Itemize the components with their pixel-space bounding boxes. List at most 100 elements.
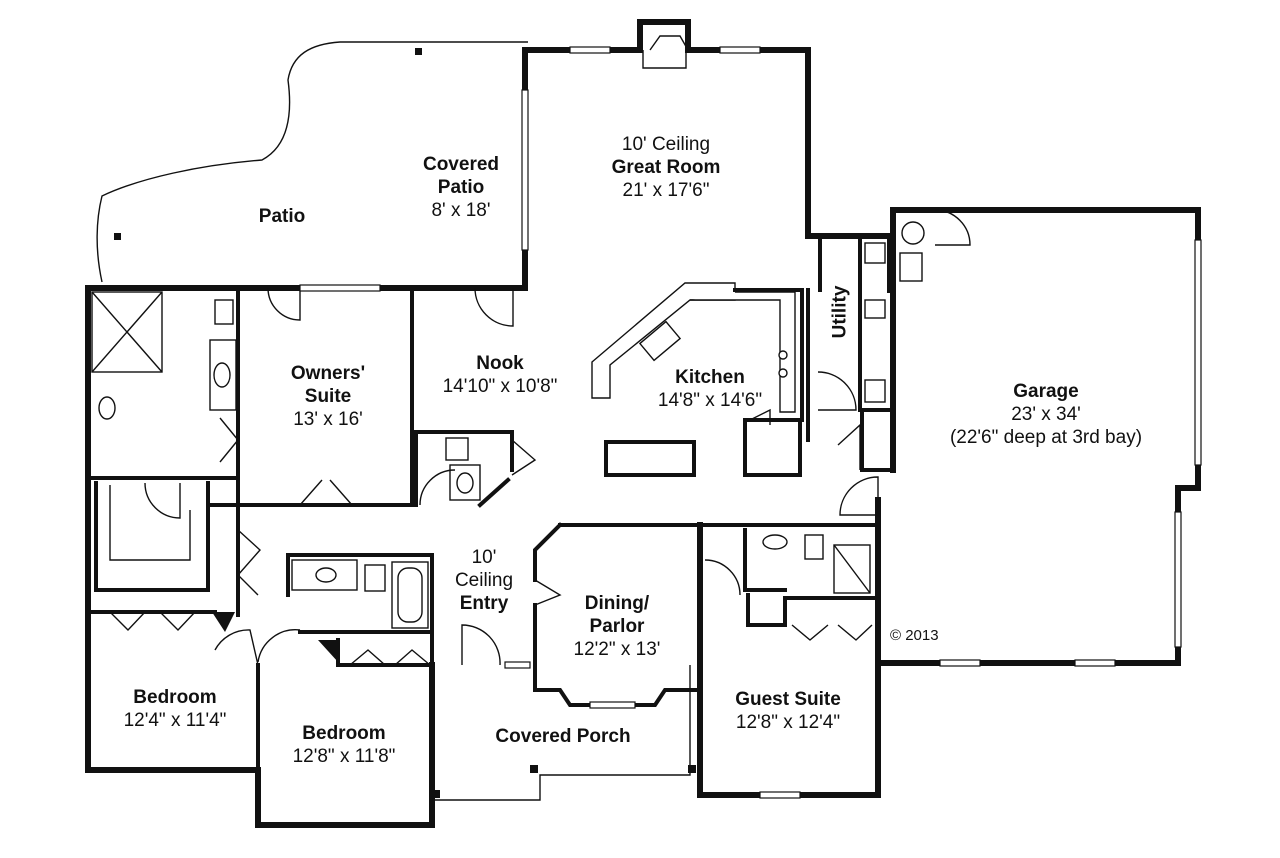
room-note: (22'6" deep at 3rd bay) [949, 427, 1143, 448]
room-name: Kitchen [675, 367, 745, 388]
window [299, 284, 381, 292]
room-label-guest-suite: Guest Suite 12'8" x 12'4" [735, 688, 841, 734]
toilet [214, 299, 234, 325]
owners-suite-wall [236, 286, 414, 507]
room-name: Bedroom [302, 723, 386, 744]
linen-door [237, 529, 261, 596]
room-label-covered-patio: Covered Patio 8' x 18' [406, 153, 516, 222]
hall-wall [206, 503, 240, 617]
sink [315, 567, 337, 583]
room-label-kitchen: Kitchen 14'8" x 14'6" [658, 366, 762, 412]
room-dims: 12'2" x 13' [573, 639, 661, 660]
porch-post [688, 765, 696, 773]
room-label-utility: Utility [829, 286, 852, 339]
coat-closet-door [511, 439, 537, 476]
covered-porch-outline [432, 665, 691, 801]
wall-corner [212, 612, 235, 632]
ceiling-note: 10' Ceiling [621, 134, 711, 155]
window [719, 46, 761, 54]
window [589, 701, 636, 709]
sink [762, 534, 788, 550]
washer [864, 242, 886, 264]
pantry-wall [743, 418, 802, 477]
garage-door-swing [934, 209, 971, 246]
cooktop-burner [778, 350, 788, 360]
hearth [642, 50, 687, 69]
porch-post [432, 790, 440, 798]
room-dims: 12'8" x 12'4" [735, 712, 841, 733]
room-name-line2: Parlor [589, 616, 645, 637]
patio-outline [96, 41, 528, 283]
room-name: Covered Patio [422, 154, 500, 198]
shower-glass [833, 544, 871, 594]
patio-post [114, 233, 121, 240]
room-dims: 23' x 34' [1011, 404, 1081, 425]
room-label-covered-porch: Covered Porch [495, 725, 630, 748]
room-label-owners-suite: Owners' Suite 13' x 16' [291, 362, 365, 431]
closet-door [837, 423, 861, 470]
room-name: Patio [258, 206, 306, 227]
bedroom-door [214, 629, 259, 666]
toilet [364, 564, 386, 592]
room-name: Utility [829, 285, 851, 339]
entry-door [461, 624, 501, 666]
closet-door [144, 482, 181, 519]
room-label-nook: Nook 14'10" x 10'8" [443, 352, 558, 398]
kitchen-wall [733, 288, 804, 422]
room-label-garage: Garage 23' x 34' (22'6" deep at 3rd bay) [950, 380, 1142, 449]
dryer [864, 299, 886, 319]
nook-door [474, 287, 514, 327]
garage-door [1174, 511, 1182, 648]
room-label-dining: Dining/ Parlor 12'2" x 13' [574, 592, 661, 661]
room-name-line1: Owners' [290, 363, 366, 384]
porch-post [530, 765, 538, 773]
wall-corner [318, 640, 338, 662]
window [1074, 659, 1116, 667]
window [939, 659, 981, 667]
ceiling-note-line2: Ceiling [454, 570, 514, 591]
kitchen-sink [638, 320, 682, 362]
room-label-patio: Patio [259, 205, 305, 228]
garage-entry-door [839, 476, 879, 516]
room-name: Covered Porch [495, 726, 631, 747]
room-dims: 8' x 18' [431, 200, 491, 221]
room-dims: 14'8" x 14'6" [657, 390, 763, 411]
patio-post [415, 48, 422, 55]
room-name-line2: Suite [304, 386, 352, 407]
hall-bath-wall [286, 553, 434, 667]
utility-door [817, 371, 857, 411]
sink [213, 362, 231, 388]
closet-wall [94, 481, 210, 592]
owners-patio-door [267, 287, 301, 321]
room-name: Entry [459, 593, 509, 614]
guest-bath-door [704, 559, 741, 596]
room-name-line1: Dining/ [584, 593, 650, 614]
room-name: Nook [476, 353, 524, 374]
guest-closet-door [791, 624, 873, 641]
room-dims: 14'10" x 10'8" [442, 376, 558, 397]
toilet [445, 437, 469, 461]
water-heater [901, 221, 925, 245]
bedroom-closet-door [109, 611, 196, 632]
dining-opening [534, 579, 562, 606]
owners-suite-door [299, 479, 353, 506]
ceiling-note-line1: 10' [471, 547, 497, 568]
window [569, 46, 611, 54]
window [759, 791, 801, 799]
window [504, 661, 531, 669]
hall-closet-wall [336, 638, 434, 667]
cooktop-burner [778, 368, 788, 378]
bathtub-basin [397, 567, 423, 623]
guest-closet-wall [746, 593, 880, 627]
powder-bath-wall [414, 430, 514, 508]
guest-bath-wall [743, 528, 787, 592]
room-label-bedroom-2: Bedroom 12'8" x 11'8" [293, 722, 396, 768]
toilet [804, 534, 824, 560]
room-label-bedroom-1: Bedroom 12'4" x 11'4" [124, 686, 227, 732]
room-label-great-room: 10' Ceiling Great Room 21' x 17'6" [612, 133, 721, 202]
shower-glass [91, 291, 163, 373]
room-dims: 13' x 16' [293, 409, 363, 430]
window [521, 89, 529, 251]
